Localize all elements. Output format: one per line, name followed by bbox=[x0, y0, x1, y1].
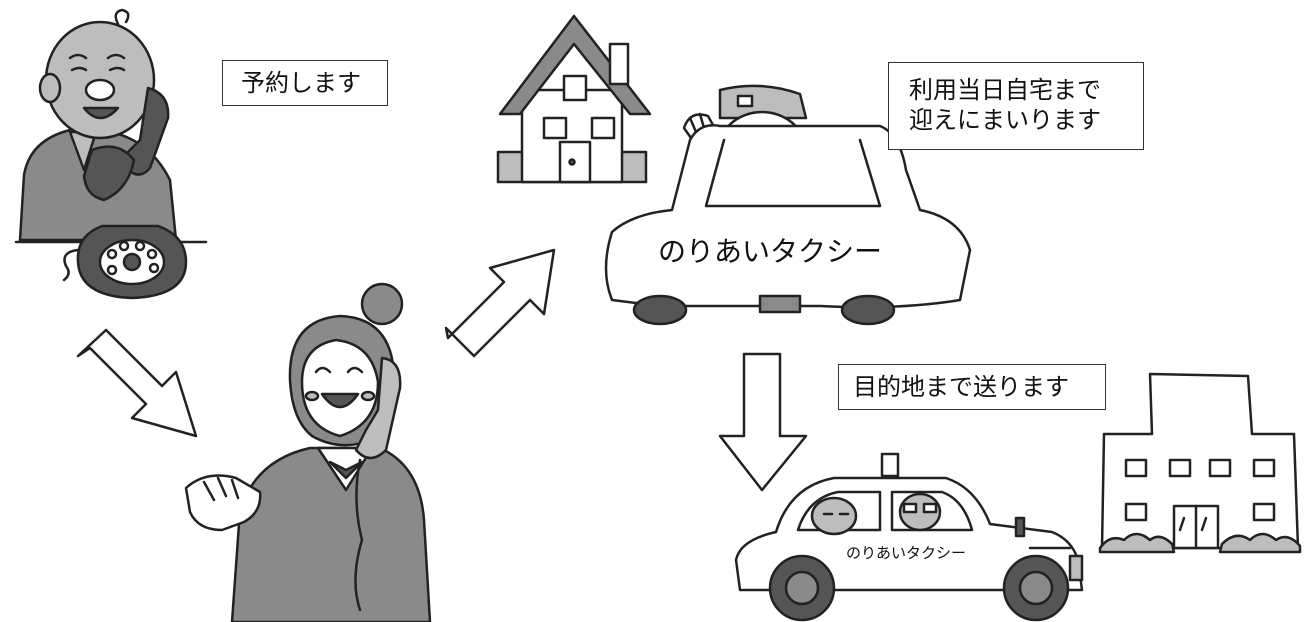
step-pickup-line-1: 利用当日自宅まで bbox=[909, 76, 1101, 104]
flow-arrow-2 bbox=[444, 248, 556, 358]
big-taxi-door-text: のりあいタクシー bbox=[658, 235, 883, 268]
rotary-phone-icon bbox=[76, 224, 188, 300]
step-pickup-label: 利用当日自宅まで 迎えにまいります bbox=[888, 62, 1144, 150]
small-taxi-illustration bbox=[734, 452, 1084, 622]
small-taxi-door-text: のりあいタクシー bbox=[846, 544, 967, 562]
flow-arrow-1 bbox=[76, 328, 198, 438]
big-shared-taxi-illustration bbox=[604, 84, 972, 326]
step-pickup-line-2: 迎えにまいります bbox=[909, 106, 1101, 134]
step-reserve-label: 予約します bbox=[222, 60, 388, 106]
home-house-icon bbox=[496, 14, 652, 184]
operator-woman-figure bbox=[184, 282, 432, 622]
elderly-man-on-phone-figure bbox=[14, 8, 208, 300]
step-destination-label: 目的地まで送ります bbox=[838, 364, 1106, 410]
flow-arrow-3 bbox=[718, 352, 808, 492]
destination-building-icon bbox=[1098, 372, 1302, 554]
